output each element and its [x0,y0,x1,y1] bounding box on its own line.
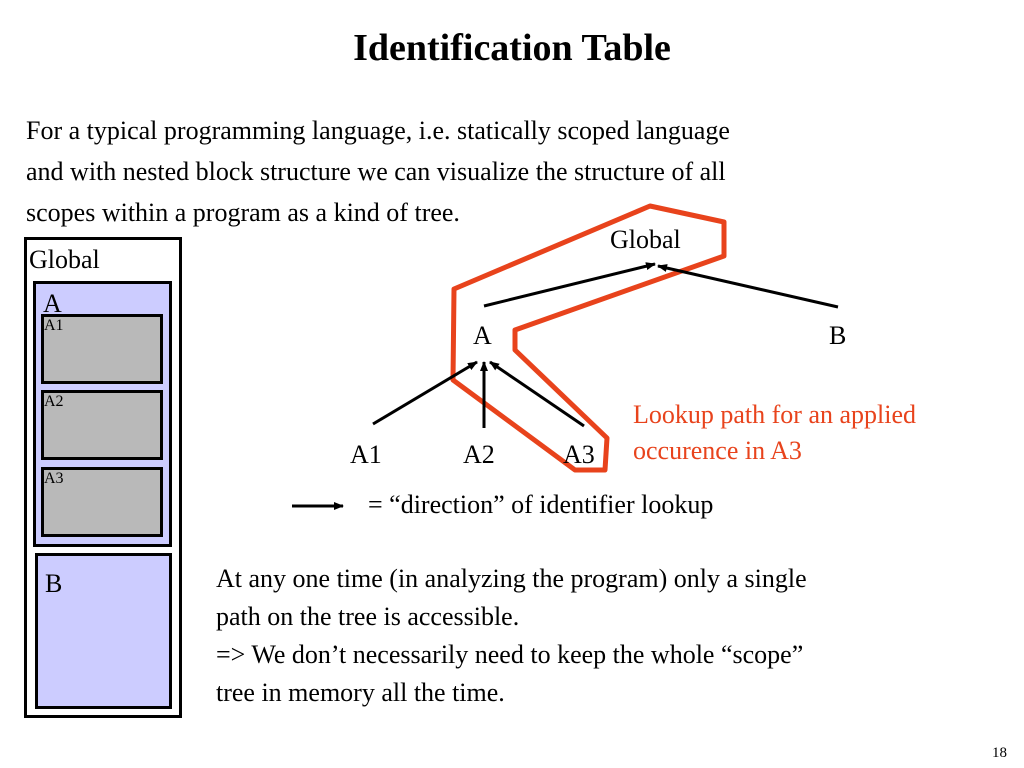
notes-line: At any one time (in analyzing the progra… [216,564,807,593]
intro-paragraph: For a typical programming language, i.e.… [26,110,986,233]
block-b: B [35,553,172,709]
intro-line: scopes within a program as a kind of tre… [26,198,460,227]
tree-node-b: B [829,321,847,350]
block-a2: A2 [41,390,163,460]
lookup-caption-line: occurence in A3 [633,436,802,465]
notes-paragraph: At any one time (in analyzing the progra… [216,560,807,712]
legend-caption: = “direction” of identifier lookup [368,490,714,519]
edge-a1-a [372,360,478,426]
block-a3-label: A3 [44,470,64,487]
slide-title: Identification Table [353,27,671,69]
tree-node-global: Global [610,225,681,254]
lookup-caption-line: Lookup path for an applied [633,400,917,429]
intro-line: For a typical programming language, i.e.… [26,116,730,145]
edge-a-global [483,262,656,308]
notes-line: => We don’t necessarily need to keep the… [216,640,804,669]
block-a1: A1 [41,314,163,384]
notes-line: path on the tree is accessible. [216,602,520,631]
lookup-path-caption: Lookup path for an applied occurence in … [633,397,916,469]
block-a2-label: A2 [44,393,64,410]
tree-node-a3: A3 [563,440,595,469]
tree-node-a2: A2 [463,440,495,469]
tree-node-a1: A1 [350,440,382,469]
edge-a3-a [489,360,585,428]
block-a3: A3 [41,467,163,537]
notes-line: tree in memory all the time. [216,678,505,707]
block-a1-label: A1 [44,317,64,334]
block-b-label: B [45,569,63,598]
intro-line: and with nested block structure we can v… [26,157,726,186]
global-block-label: Global [29,245,100,274]
lookup-path-highlight [450,203,727,473]
tree-node-a: A [473,321,492,350]
page-number: 18 [992,745,1007,761]
block-a-label: A [43,289,62,318]
edge-b-global [657,264,839,309]
